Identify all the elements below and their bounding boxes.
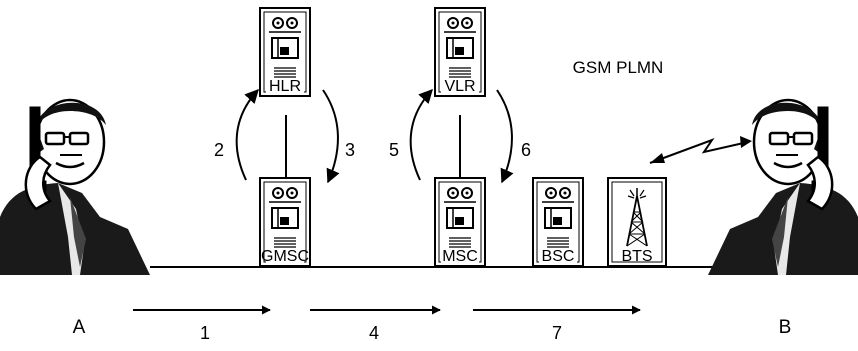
msc-label: MSC bbox=[442, 248, 478, 265]
person-phone-icon bbox=[0, 98, 150, 275]
bsc-node: BSC bbox=[532, 177, 584, 267]
antenna-tower-icon bbox=[626, 188, 648, 247]
arrow-step-6 bbox=[496, 89, 514, 184]
bsc-label: BSC bbox=[542, 248, 575, 265]
msc-node: MSC bbox=[434, 177, 486, 267]
bts-label: BTS bbox=[621, 248, 652, 265]
vlr-node: VLR bbox=[434, 7, 486, 97]
arrow-step-5 bbox=[409, 88, 433, 181]
gmsc-node: GMSC bbox=[259, 177, 311, 267]
bts-node: BTS bbox=[607, 177, 667, 267]
person-phone-icon bbox=[708, 98, 858, 275]
network-label: GSM PLMN bbox=[573, 58, 664, 77]
step-3-label: 3 bbox=[345, 140, 355, 160]
step-2-label: 2 bbox=[214, 140, 224, 160]
step-5-label: 5 bbox=[389, 140, 399, 160]
step-7-label: 7 bbox=[552, 323, 562, 343]
hlr-label: HLR bbox=[269, 78, 301, 95]
party-a-label: A bbox=[73, 317, 86, 338]
step-6-label: 6 bbox=[521, 140, 531, 160]
arrow-step-3 bbox=[322, 89, 340, 184]
step-1-label: 1 bbox=[200, 323, 210, 343]
hlr-node: HLR bbox=[259, 7, 311, 97]
arrow-step-2 bbox=[235, 88, 259, 181]
party-b-label: B bbox=[779, 317, 792, 338]
vlr-label: VLR bbox=[444, 78, 475, 95]
step-4-label: 4 bbox=[369, 323, 379, 343]
radio-link-icon bbox=[649, 136, 752, 164]
gmsc-label: GMSC bbox=[261, 248, 309, 265]
